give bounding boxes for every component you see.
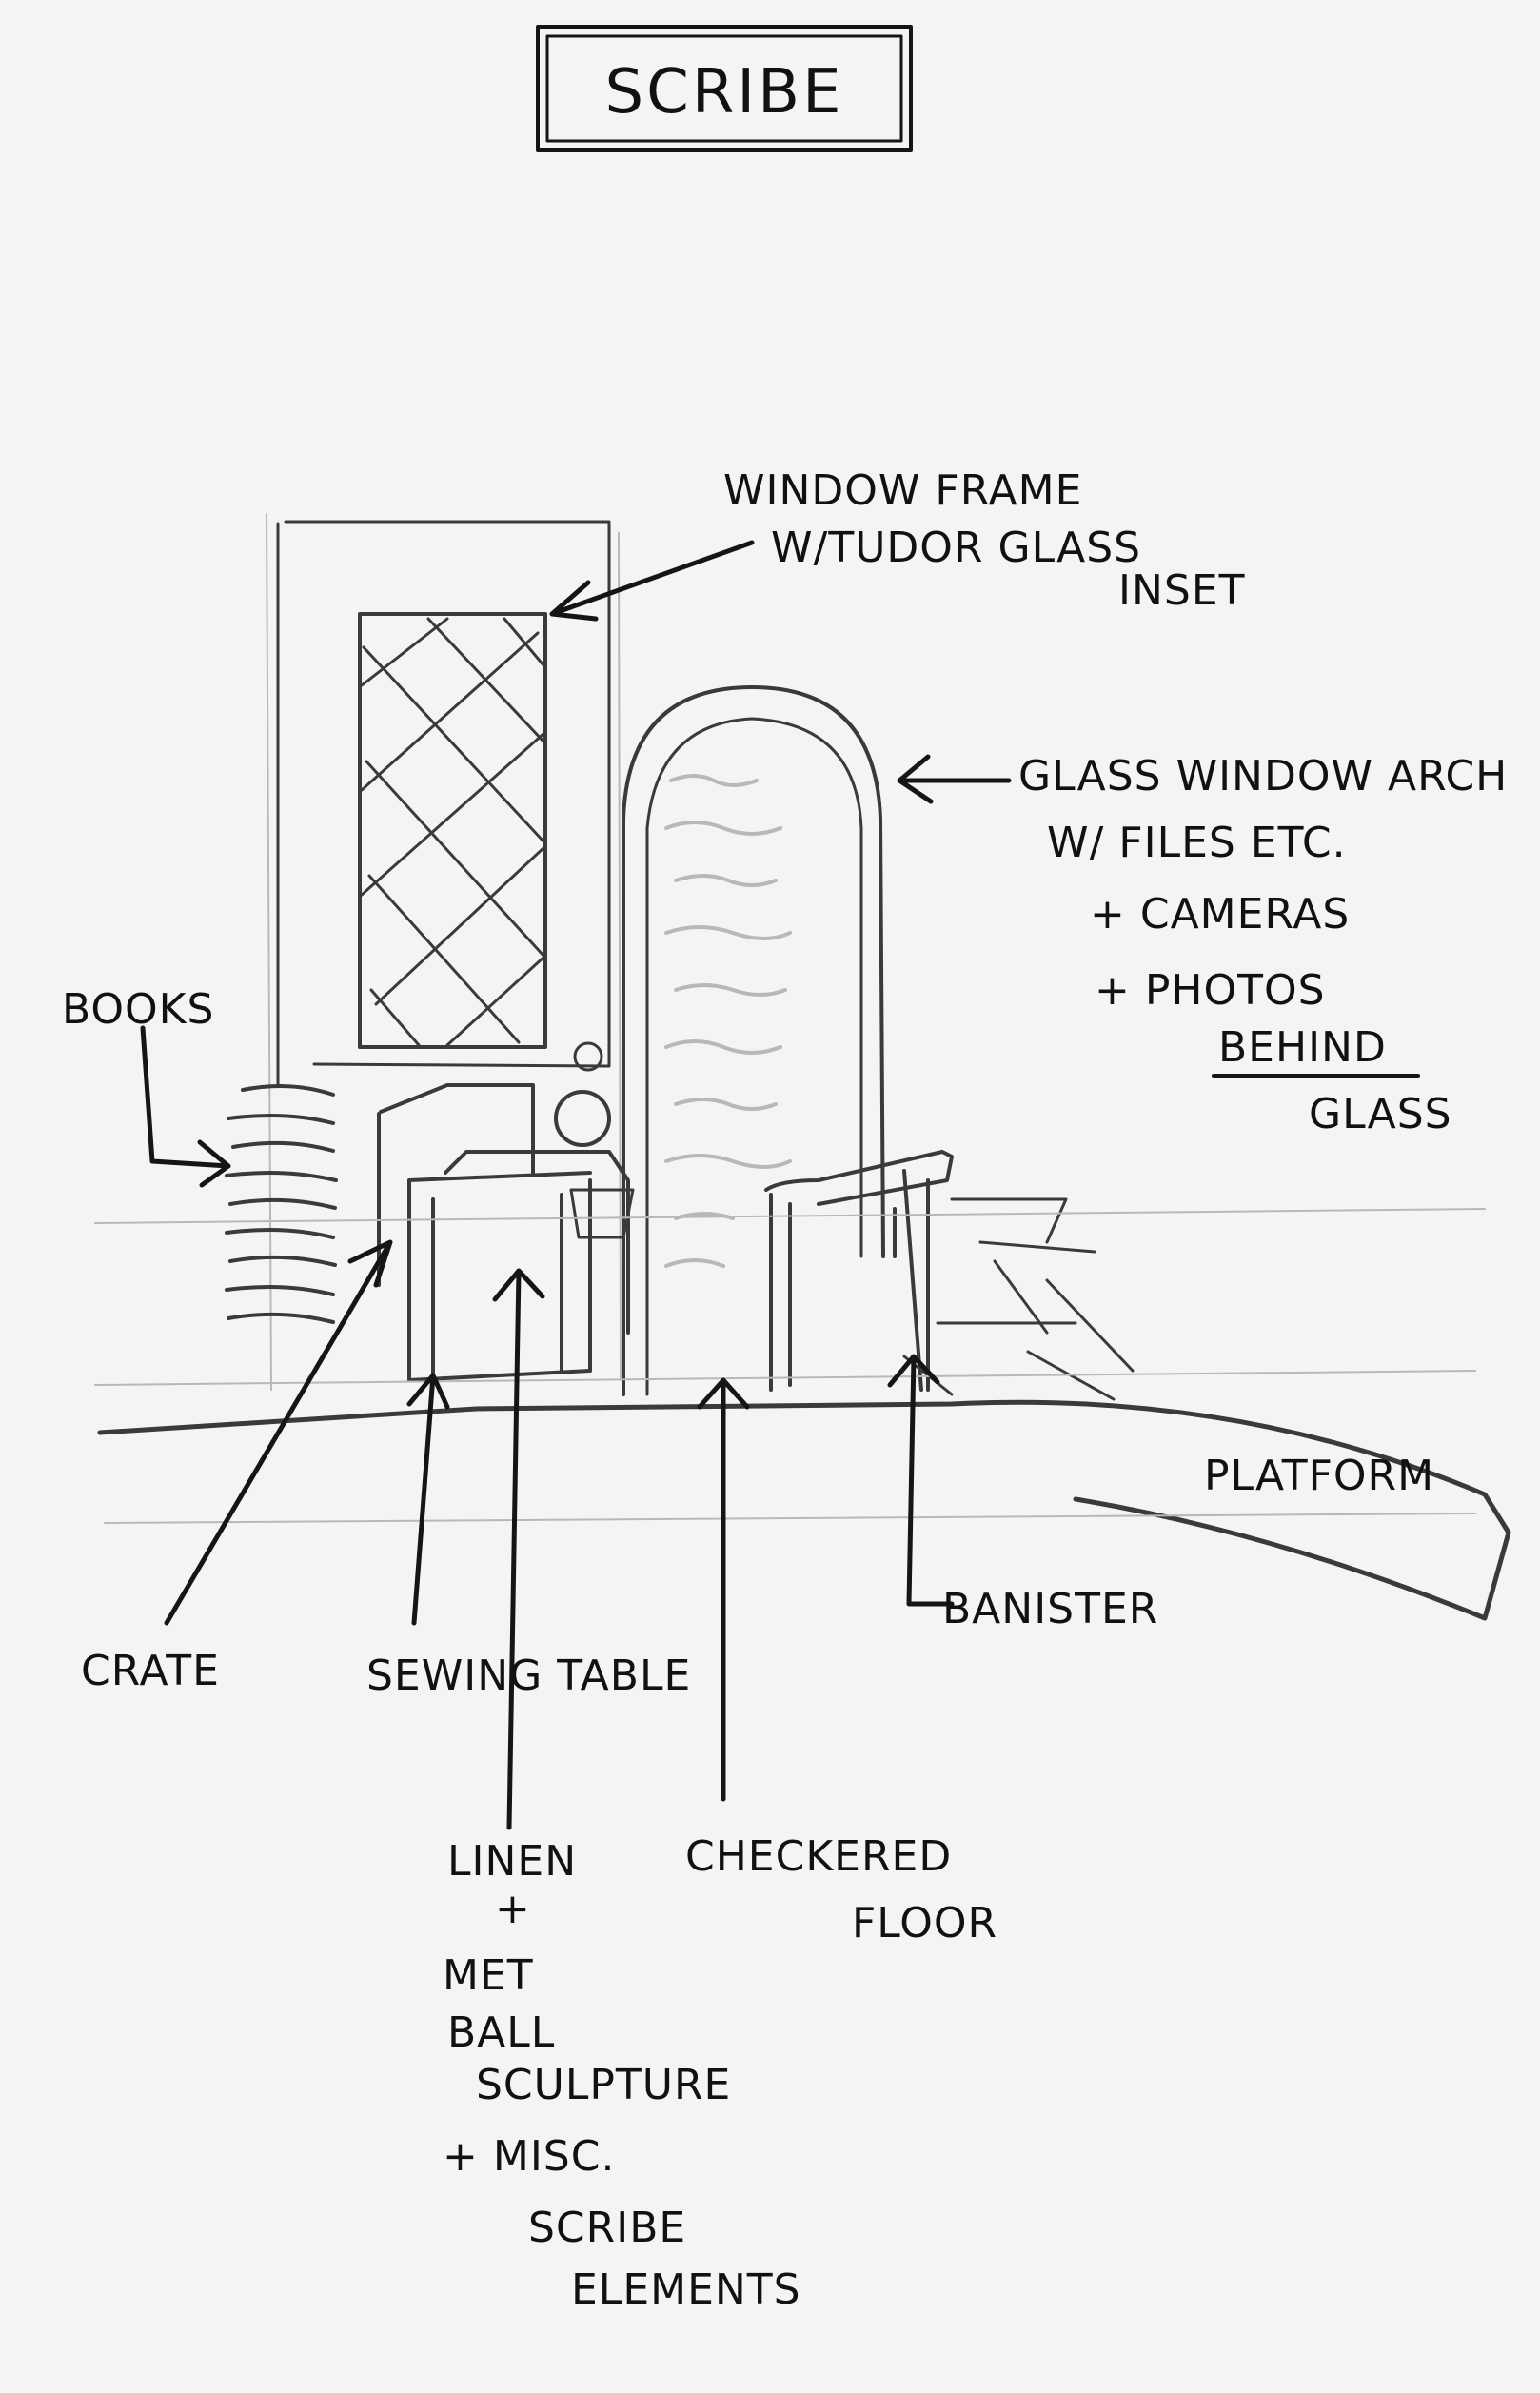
- label-banister: BANISTER: [942, 1585, 1158, 1633]
- checkered-floor-line-2: FLOOR: [852, 1899, 997, 1948]
- glass-arch-line-4: + PHOTOS: [1095, 966, 1326, 1015]
- stage-floor: [94, 1208, 1511, 1621]
- label-window-frame: WINDOW FRAME W/TUDOR GLASS INSET: [723, 466, 1246, 615]
- linen-line-4: BALL: [447, 2008, 555, 2057]
- glass-arch-line-5: BEHIND: [1218, 1023, 1387, 1072]
- books-stack: [225, 1084, 338, 1324]
- banister: [764, 1150, 954, 1392]
- tudor-glass-lattice: [360, 617, 546, 1047]
- arch-scribbles: [664, 774, 792, 1268]
- glass-arch-line-1: GLASS WINDOW ARCH: [1018, 752, 1508, 801]
- linen-line-7: SCRIBE: [528, 2204, 686, 2252]
- checkered-floor: [902, 1197, 1135, 1401]
- linen-line-3: MET: [443, 1951, 534, 2000]
- label-sewing-table: SEWING TABLE: [366, 1651, 691, 1700]
- linen-line-6: + MISC.: [443, 2132, 615, 2181]
- title-box: SCRIBE: [536, 25, 913, 152]
- label-checkered-floor: CHECKERED FLOOR: [685, 1832, 997, 1948]
- ball-sculpture: [554, 1041, 635, 1239]
- sewing-table: [377, 1083, 630, 1382]
- linen-line-5: SCULPTURE: [476, 2061, 731, 2109]
- title-text: SCRIBE: [605, 57, 844, 128]
- arrows: [140, 540, 1012, 1830]
- linen-line-8: ELEMENTS: [571, 2265, 801, 2314]
- window-frame: [266, 513, 622, 1391]
- label-crate: CRATE: [81, 1647, 220, 1695]
- label-glass-arch: GLASS WINDOW ARCH W/ FILES ETC. + CAMERA…: [1018, 752, 1508, 1138]
- glass-window-arch: [622, 685, 885, 1396]
- label-linen: LINEN + MET BALL SCULPTURE + MISC. SCRIB…: [443, 1837, 801, 2314]
- window-frame-line-2: W/TUDOR GLASS: [771, 524, 1141, 572]
- linen-line-2: +: [495, 1885, 531, 1933]
- glass-arch-line-6: GLASS: [1309, 1090, 1452, 1138]
- label-platform: PLATFORM: [1204, 1452, 1434, 1500]
- glass-arch-line-3: + CAMERAS: [1090, 890, 1350, 939]
- checkered-floor-line-1: CHECKERED: [685, 1832, 952, 1881]
- label-books: BOOKS: [62, 985, 214, 1034]
- glass-arch-line-2: W/ FILES ETC.: [1047, 819, 1347, 867]
- window-frame-line-3: INSET: [1118, 566, 1246, 615]
- window-frame-line-1: WINDOW FRAME: [723, 466, 1082, 515]
- linen-line-1: LINEN: [447, 1837, 577, 1886]
